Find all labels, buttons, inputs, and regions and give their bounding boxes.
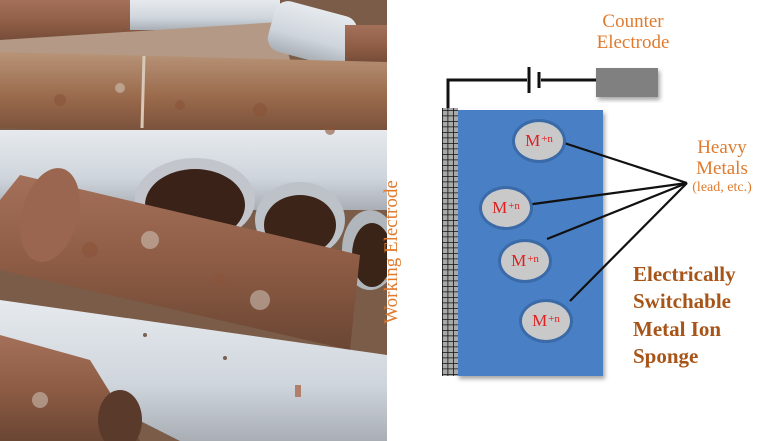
counter-electrode-label: Counter Electrode: [583, 11, 683, 54]
ion-symbol: M: [525, 131, 541, 150]
counter-label-line1: Counter: [602, 11, 664, 32]
pipes-illustration: [0, 0, 387, 441]
metal-ion: M+n: [519, 299, 573, 343]
rusty-pipes-photo: [0, 0, 387, 441]
working-electrode-label: Working Electrode: [381, 180, 402, 324]
title-line1: Electrically: [633, 262, 736, 286]
ion-charge: +n: [527, 253, 539, 265]
heavy-metals-label: Heavy Metals (lead, etc.): [677, 137, 767, 195]
title-line4: Sponge: [633, 343, 699, 368]
ion-charge: +n: [541, 133, 553, 145]
ion-charge: +n: [508, 200, 520, 212]
heavy-metals-sublabel: (lead, etc.): [692, 179, 752, 195]
metal-ion-sponge-diagram: Counter Electrode Heavy Metals (lead, et…: [381, 0, 772, 441]
metal-ion: M+n: [498, 239, 552, 283]
metal-ion: M+n: [512, 119, 566, 163]
ion-charge: +n: [548, 313, 560, 325]
ion-symbol: M: [511, 251, 527, 270]
ion-symbol: M: [492, 198, 508, 217]
title-line3: Metal Ion: [633, 316, 722, 341]
title-line2: Switchable: [633, 289, 732, 314]
metal-ion: M+n: [479, 186, 533, 230]
working-electrode: [442, 108, 458, 376]
heavy-label-line1: Heavy: [697, 137, 747, 158]
wire: [446, 78, 527, 110]
diagram-shapes: [442, 67, 688, 376]
counter-electrode: [596, 68, 658, 97]
ion-symbol: M: [532, 311, 548, 330]
counter-label-line2: Electrode: [596, 32, 670, 54]
heavy-label-line2: Metals: [696, 158, 748, 180]
sponge-title: Electrically Switchable Metal Ion Sponge: [633, 261, 772, 370]
connector-lines: [525, 139, 688, 302]
